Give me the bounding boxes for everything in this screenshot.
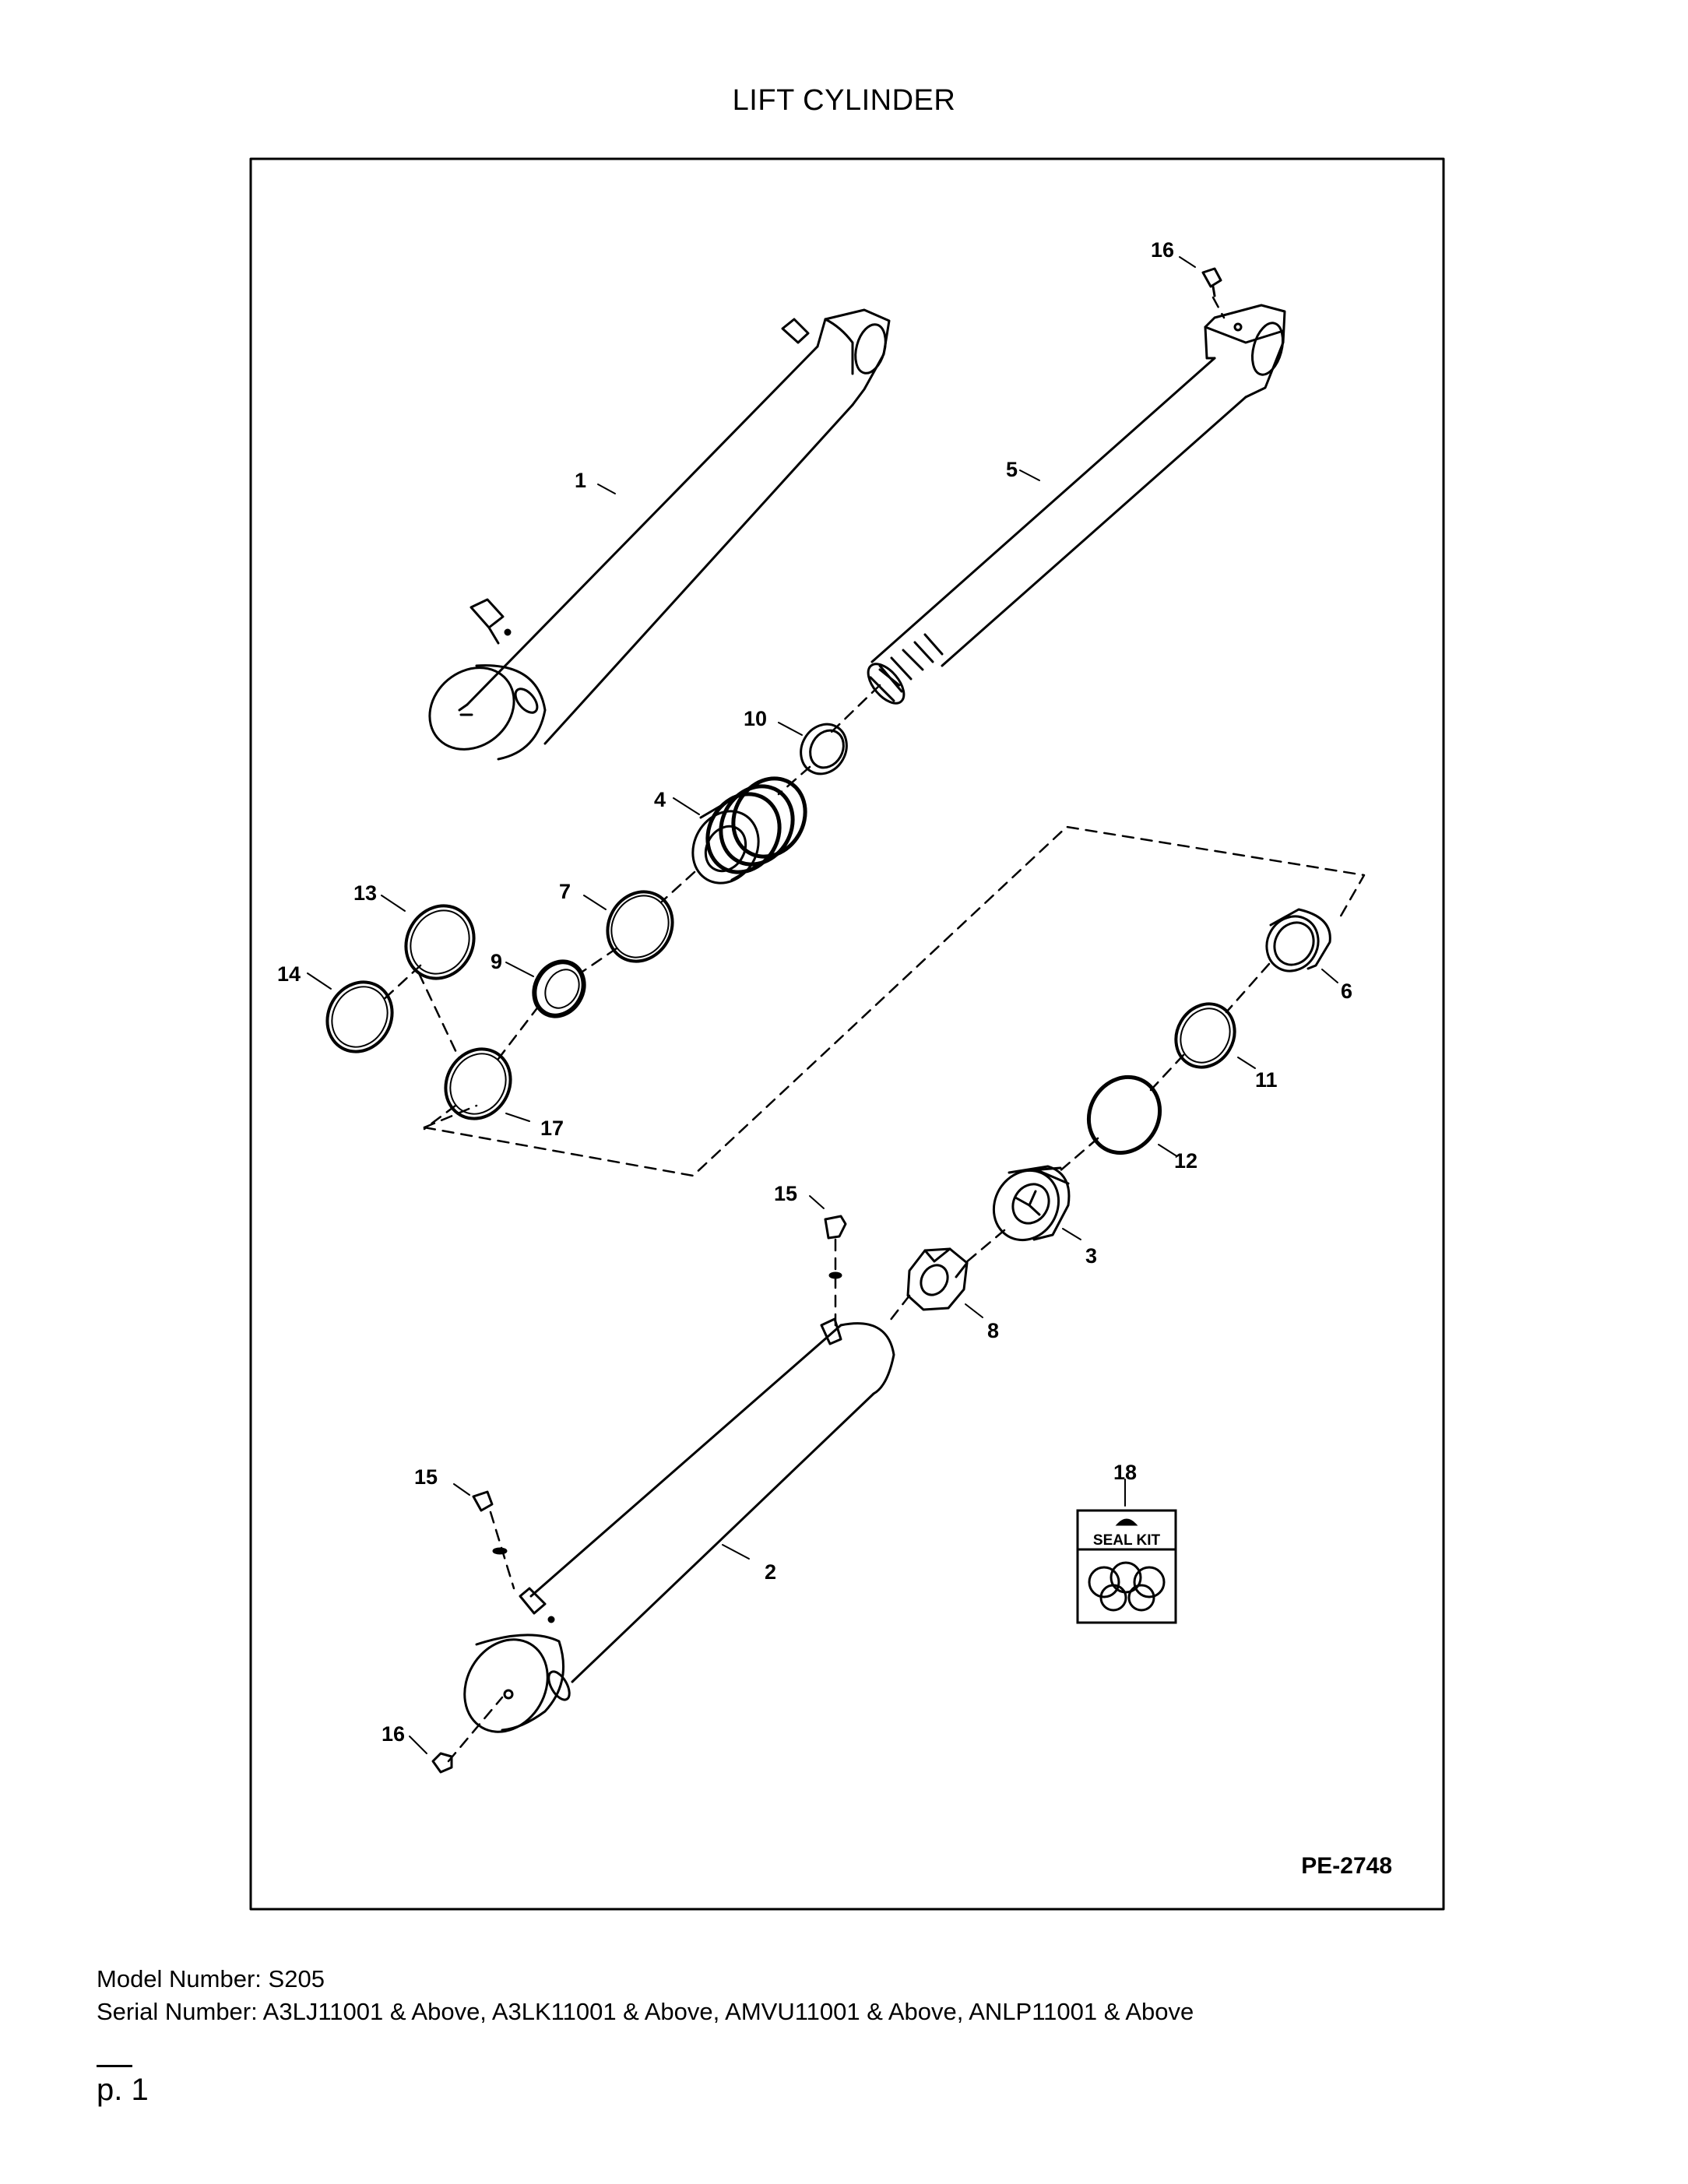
callout-15-upper: 15 xyxy=(774,1182,797,1205)
assembly-lines xyxy=(378,296,1366,1763)
callout-18: 18 xyxy=(1113,1461,1137,1484)
callout-10: 10 xyxy=(744,707,767,730)
part-5-rod xyxy=(867,267,1286,705)
callout-15-lower: 15 xyxy=(414,1465,438,1489)
serial-number-line: Serial Number: A3LJ11001 & Above, A3LK11… xyxy=(97,1998,1194,2026)
callout-6: 6 xyxy=(1341,979,1352,1003)
part-8-nut xyxy=(906,1247,969,1311)
part-17-ring xyxy=(444,1047,512,1120)
leader-lines xyxy=(307,256,1338,1754)
part-10-wiper xyxy=(800,723,848,775)
part-12-o-ring xyxy=(1086,1074,1162,1155)
callout-13: 13 xyxy=(353,881,377,905)
diagram-frame xyxy=(249,157,1445,1911)
part-1-barrel xyxy=(428,308,891,761)
callout-2: 2 xyxy=(765,1560,776,1584)
model-number-label: Model Number: xyxy=(97,1965,262,1992)
part-7-o-ring xyxy=(606,890,674,963)
callout-7: 7 xyxy=(559,880,571,903)
callout-16-upper: 16 xyxy=(1151,238,1174,262)
part-2-barrel xyxy=(463,1317,895,1733)
callout-14: 14 xyxy=(277,962,301,986)
callout-12: 12 xyxy=(1174,1149,1197,1173)
page-title: LIFT CYLINDER xyxy=(732,84,956,117)
part-15-fitting-lower xyxy=(472,1490,508,1555)
part-14-ring xyxy=(325,980,394,1053)
page-number-rule xyxy=(97,2065,132,2067)
seal-kit-label: SEAL KIT xyxy=(1093,1532,1161,1549)
callout-labels: 1 2 3 4 5 6 7 8 9 10 11 12 13 14 15 15 1… xyxy=(277,238,1352,1746)
model-number-line: Model Number: S205 xyxy=(97,1965,325,1993)
seal-kit-icon: SEAL KIT xyxy=(1076,1509,1177,1624)
page-number: p. 1 xyxy=(97,2073,149,2107)
model-number-value: S205 xyxy=(268,1965,325,1992)
callout-17: 17 xyxy=(540,1117,564,1140)
callout-8: 8 xyxy=(987,1319,999,1342)
part-11-ring xyxy=(1174,1002,1236,1069)
callout-3: 3 xyxy=(1085,1244,1097,1268)
callout-9: 9 xyxy=(491,950,502,973)
part-3-piston xyxy=(992,1165,1071,1242)
diagram-reference-code: PE-2748 xyxy=(1301,1853,1392,1879)
callout-16-lower: 16 xyxy=(382,1722,405,1746)
part-13-ring xyxy=(404,904,476,980)
callout-11: 11 xyxy=(1255,1068,1278,1092)
serial-number-label: Serial Number: xyxy=(97,1998,258,2025)
part-9-seal xyxy=(532,959,586,1018)
part-4-head xyxy=(691,776,807,885)
serial-number-value: A3LJ11001 & Above, A3LK11001 & Above, AM… xyxy=(262,1998,1194,2025)
part-16-fitting-lower xyxy=(431,1752,453,1774)
callout-1: 1 xyxy=(575,469,586,492)
callout-4: 4 xyxy=(654,788,666,811)
callout-5: 5 xyxy=(1006,458,1018,481)
part-6-spacer xyxy=(1265,908,1331,972)
